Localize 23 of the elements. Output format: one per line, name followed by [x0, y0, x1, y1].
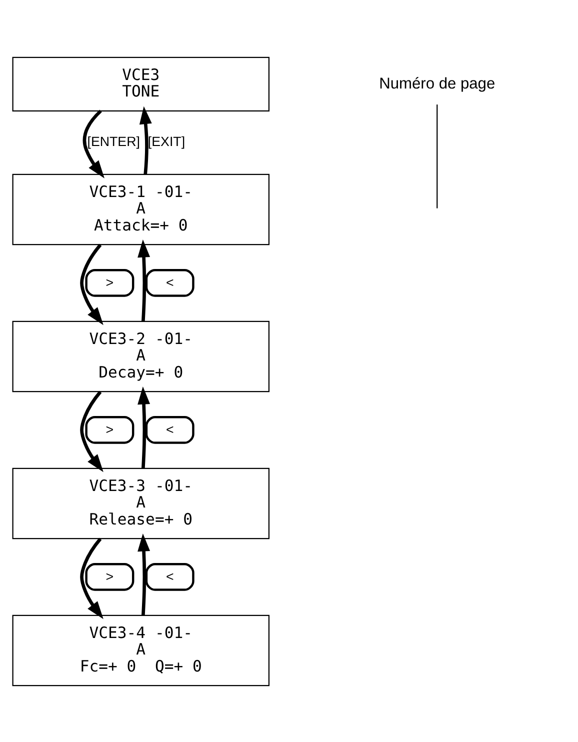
arrow [138, 386, 150, 468]
arrow [139, 106, 152, 174]
arrow [80, 537, 104, 619]
node-text: Numéro de page [379, 74, 496, 92]
edge-label: > [106, 568, 114, 584]
edge-label: < [166, 421, 174, 436]
arrow [80, 390, 104, 472]
node-box: VCE3-2 -01- A Decay=+ 0 [12, 320, 270, 392]
edge-label: < [166, 274, 174, 290]
arrow [138, 239, 150, 321]
node-box: VCE3 TONE [12, 56, 270, 111]
edge-label: > [106, 274, 114, 290]
arrow [138, 533, 150, 615]
node-box: VCE3-4 -01- A Fc=+ 0 Q=+ 0 [12, 614, 270, 686]
node-box: VCE3-3 -01- A Release=+ 0 [12, 467, 270, 539]
arrow [82, 109, 104, 178]
node-box: VCE3-1 -01- A Attack=+ 0 [12, 173, 270, 245]
edge-label: > [106, 421, 114, 436]
arrow [80, 243, 104, 325]
edge-label: < [166, 568, 174, 584]
connector [436, 104, 438, 208]
edge-label: [EXIT] [148, 134, 186, 149]
edge-label: [ENTER] [87, 134, 140, 149]
